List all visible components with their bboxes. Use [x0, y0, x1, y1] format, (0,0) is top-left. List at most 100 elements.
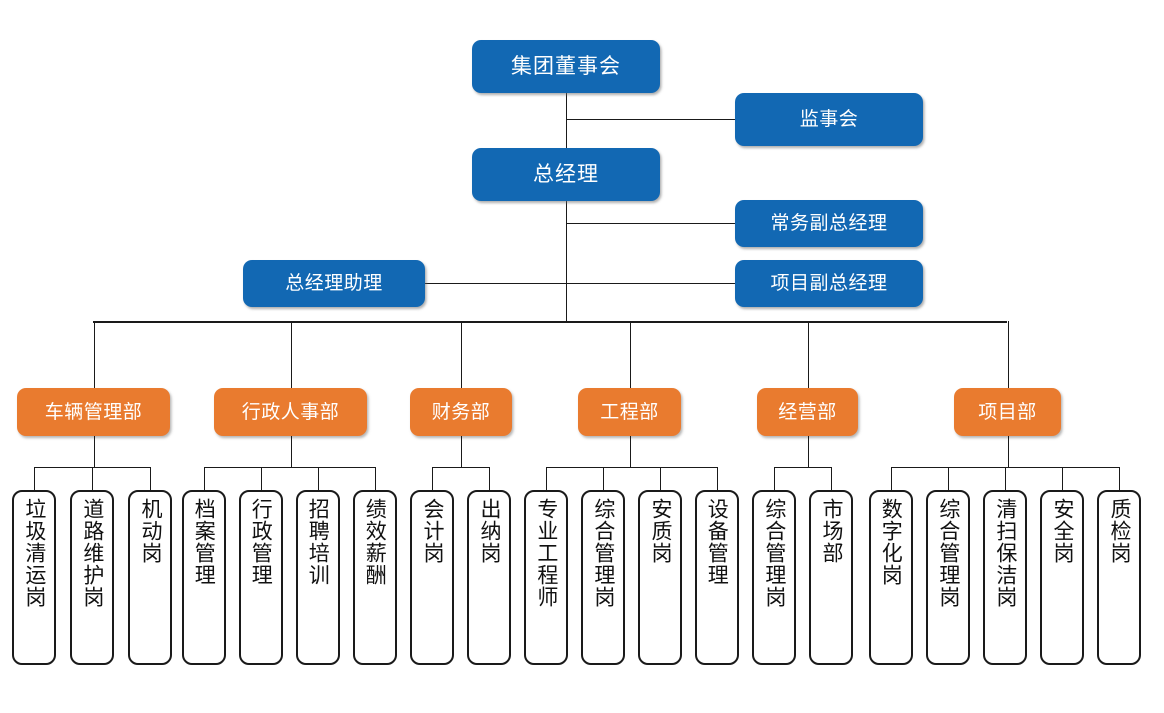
role-box-4-1[interactable]: 市场部 — [809, 490, 853, 665]
connector-leaf-stem-3-1 — [603, 467, 604, 490]
department-box-0[interactable]: 车辆管理部 — [17, 388, 170, 436]
role-label: 招聘培训 — [306, 498, 331, 586]
role-box-1-2[interactable]: 招聘培训 — [296, 490, 340, 665]
role-box-3-2[interactable]: 安质岗 — [638, 490, 682, 665]
role-label: 会计岗 — [420, 498, 445, 564]
connector-dept-stem-4 — [807, 436, 809, 467]
role-label: 市场部 — [819, 498, 844, 564]
role-box-1-1[interactable]: 行政管理 — [239, 490, 283, 665]
connector-leaf-stem-3-3 — [717, 467, 718, 490]
role-box-2-0[interactable]: 会计岗 — [410, 490, 454, 665]
role-box-3-3[interactable]: 设备管理 — [695, 490, 739, 665]
role-label: 综合管理岗 — [762, 498, 787, 608]
node-label: 总经理助理 — [285, 272, 383, 295]
connector-leaf-stem-4-1 — [831, 467, 832, 490]
department-box-5[interactable]: 项目部 — [954, 388, 1061, 436]
connector-gm-to-project-deputy — [425, 283, 735, 284]
department-label: 工程部 — [600, 400, 659, 423]
connector-dept-stem-2 — [461, 436, 462, 467]
connector-leaf-stem-1-0 — [204, 467, 205, 490]
connector-leaf-stem-5-4 — [1119, 467, 1120, 490]
connector-leaf-stem-1-1 — [261, 467, 262, 490]
node-project-deputy-gm[interactable]: 项目副总经理 — [735, 260, 923, 307]
connector-leaf-stem-5-0 — [891, 467, 892, 490]
role-label: 综合管理岗 — [591, 498, 616, 608]
role-box-3-0[interactable]: 专业工程师 — [524, 490, 568, 665]
node-label: 总经理 — [533, 161, 599, 186]
role-label: 数字化岗 — [879, 498, 904, 586]
connector-leaf-stem-0-0 — [34, 467, 35, 490]
connector-leaf-stem-2-0 — [432, 467, 433, 490]
connector-leaf-stem-3-0 — [546, 467, 547, 490]
connector-bus-to-dept-2 — [461, 321, 462, 388]
role-box-0-1[interactable]: 道路维护岗 — [70, 490, 114, 665]
connector-branch-bar-4 — [774, 467, 831, 468]
role-label: 综合管理岗 — [936, 498, 961, 608]
role-label: 设备管理 — [705, 498, 730, 586]
role-box-5-0[interactable]: 数字化岗 — [869, 490, 913, 665]
department-bus — [93, 321, 1007, 323]
role-label: 出纳岗 — [477, 498, 502, 564]
role-box-5-2[interactable]: 清扫保洁岗 — [983, 490, 1027, 665]
role-box-4-0[interactable]: 综合管理岗 — [752, 490, 796, 665]
connector-branch-bar-3 — [546, 467, 717, 468]
node-gm-assistant[interactable]: 总经理助理 — [243, 260, 425, 307]
role-label: 专业工程师 — [534, 498, 559, 608]
node-board[interactable]: 集团董事会 — [472, 40, 660, 93]
connector-leaf-stem-5-2 — [1005, 467, 1006, 490]
department-label: 项目部 — [978, 400, 1037, 423]
role-label: 绩效薪酬 — [363, 498, 388, 586]
role-label: 道路维护岗 — [80, 498, 105, 608]
connector-bus-to-dept-0 — [93, 321, 95, 388]
node-general-manager[interactable]: 总经理 — [472, 148, 660, 201]
role-box-0-2[interactable]: 机动岗 — [128, 490, 172, 665]
node-label: 集团董事会 — [511, 53, 621, 78]
connector-bus-to-dept-3 — [629, 321, 631, 388]
role-box-1-0[interactable]: 档案管理 — [182, 490, 226, 665]
connector-dept-stem-0 — [93, 436, 95, 467]
department-box-3[interactable]: 工程部 — [578, 388, 681, 436]
role-box-5-4[interactable]: 质检岗 — [1097, 490, 1141, 665]
connector-leaf-stem-1-2 — [318, 467, 319, 490]
node-label: 项目副总经理 — [770, 272, 888, 295]
role-label: 档案管理 — [192, 498, 217, 586]
department-box-1[interactable]: 行政人事部 — [214, 388, 367, 436]
role-box-1-3[interactable]: 绩效薪酬 — [353, 490, 397, 665]
connector-bus-to-dept-4 — [807, 321, 809, 388]
node-label: 监事会 — [799, 108, 859, 131]
connector-gm-to-exec-deputy — [566, 223, 735, 224]
connector-branch-bar-2 — [432, 467, 489, 468]
role-label: 机动岗 — [138, 498, 163, 564]
connector-leaf-stem-0-2 — [150, 467, 151, 490]
connector-bus-to-dept-1 — [290, 321, 292, 388]
node-supervisory[interactable]: 监事会 — [735, 93, 923, 146]
connector-gm-to-supervisory — [566, 119, 735, 120]
role-box-5-1[interactable]: 综合管理岗 — [926, 490, 970, 665]
connector-bus-to-dept-5 — [1007, 321, 1009, 388]
connector-board-to-gm — [566, 93, 567, 148]
connector-leaf-stem-5-3 — [1062, 467, 1063, 490]
role-label: 行政管理 — [249, 498, 274, 586]
connector-leaf-stem-4-0 — [774, 467, 775, 490]
connector-leaf-stem-0-1 — [92, 467, 93, 490]
connector-leaf-stem-1-3 — [375, 467, 376, 490]
connector-dept-stem-5 — [1007, 436, 1009, 467]
role-box-0-0[interactable]: 垃圾清运岗 — [12, 490, 56, 665]
department-box-4[interactable]: 经营部 — [757, 388, 858, 436]
department-label: 车辆管理部 — [44, 400, 143, 423]
role-label: 质检岗 — [1107, 498, 1132, 564]
connector-leaf-stem-2-1 — [489, 467, 490, 490]
role-box-3-1[interactable]: 综合管理岗 — [581, 490, 625, 665]
role-box-5-3[interactable]: 安全岗 — [1040, 490, 1084, 665]
role-label: 安全岗 — [1050, 498, 1075, 564]
department-label: 经营部 — [778, 400, 837, 423]
connector-dept-stem-3 — [629, 436, 631, 467]
department-box-2[interactable]: 财务部 — [410, 388, 512, 436]
role-label: 安质岗 — [648, 498, 673, 564]
connector-leaf-stem-3-2 — [660, 467, 661, 490]
connector-leaf-stem-5-1 — [948, 467, 949, 490]
role-box-2-1[interactable]: 出纳岗 — [467, 490, 511, 665]
connector-gm-trunk — [566, 201, 567, 321]
node-exec-deputy-gm[interactable]: 常务副总经理 — [735, 200, 923, 247]
